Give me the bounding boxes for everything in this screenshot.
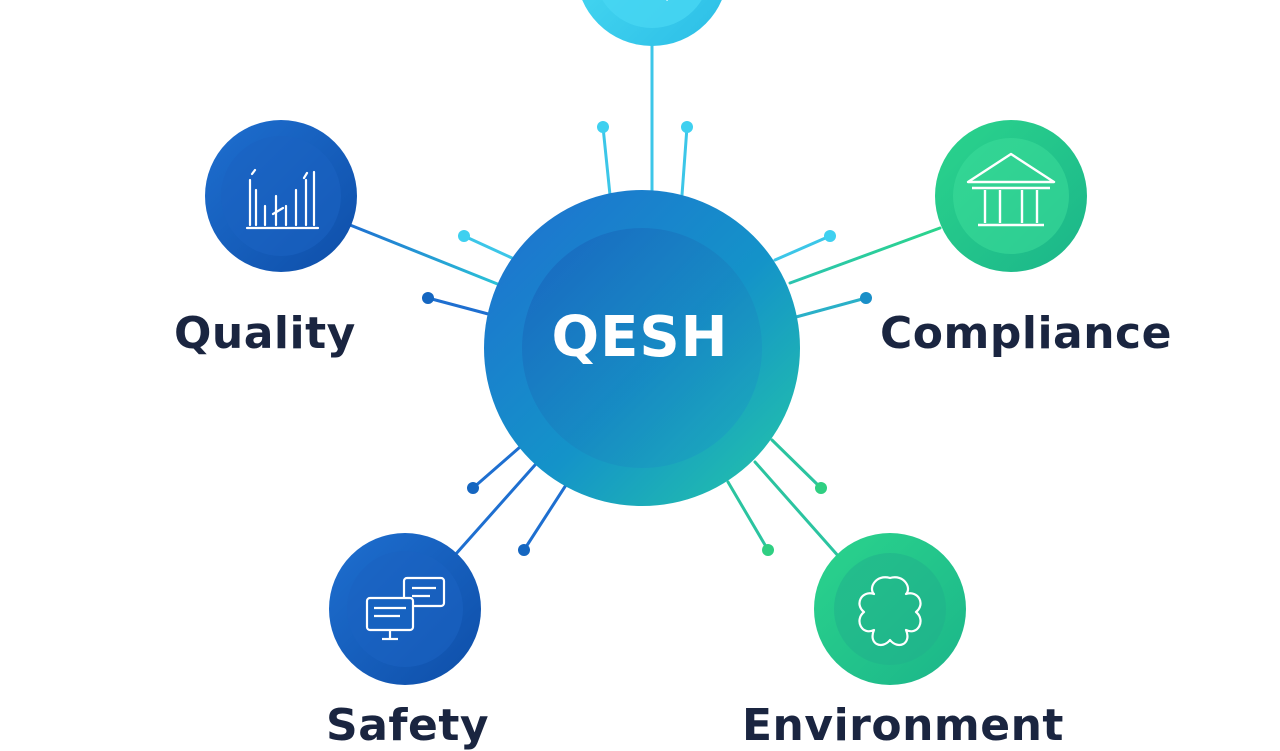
dot <box>422 292 434 304</box>
connector-quality-stub-2 <box>426 296 494 317</box>
connector-compliance-stub-2 <box>794 296 868 319</box>
center-node <box>484 190 800 506</box>
environment-node-inner <box>834 553 946 665</box>
dot <box>762 544 774 556</box>
quality-node-inner <box>221 136 341 256</box>
center-node-inner <box>522 228 762 468</box>
bar-chart-icon <box>245 168 320 230</box>
environment-node <box>814 533 966 685</box>
qesh-diagram <box>205 0 1087 685</box>
safety-node <box>329 533 481 685</box>
dot <box>815 482 827 494</box>
connector-quality <box>348 223 502 287</box>
connector-top-left-stub <box>601 125 612 197</box>
compliance-node <box>935 120 1087 272</box>
connector-lines <box>348 38 942 560</box>
dot <box>824 230 836 242</box>
monitors-icon <box>365 576 446 641</box>
connector-compliance-stub-1 <box>773 234 832 262</box>
dot <box>458 230 470 242</box>
connector-environment-stub-2 <box>726 480 770 552</box>
quality-node <box>205 120 357 272</box>
connector-environment <box>753 460 842 560</box>
safety-label: Safety <box>326 700 490 751</box>
connector-environment-stub-1 <box>770 438 823 490</box>
compliance-label: Compliance <box>880 308 1172 359</box>
connector-safety <box>453 463 537 557</box>
building-columns-icon <box>966 152 1056 227</box>
dot <box>860 292 872 304</box>
dot <box>518 544 530 556</box>
dot <box>681 121 693 133</box>
connector-dots <box>422 121 872 556</box>
center-label: QESH <box>551 305 729 370</box>
flower-icon <box>858 576 922 647</box>
connector-safety-stub-2 <box>522 483 568 552</box>
quality-label: Quality <box>174 308 356 359</box>
connector-quality-stub-1 <box>462 234 514 260</box>
connector-safety-stub-1 <box>471 445 522 490</box>
top-node <box>582 0 722 46</box>
environment-label: Environment <box>742 700 1064 751</box>
dot <box>597 121 609 133</box>
dot <box>467 482 479 494</box>
top-node-inner <box>602 0 702 28</box>
connector-compliance <box>788 226 942 285</box>
connector-top-right-stub <box>680 125 689 197</box>
